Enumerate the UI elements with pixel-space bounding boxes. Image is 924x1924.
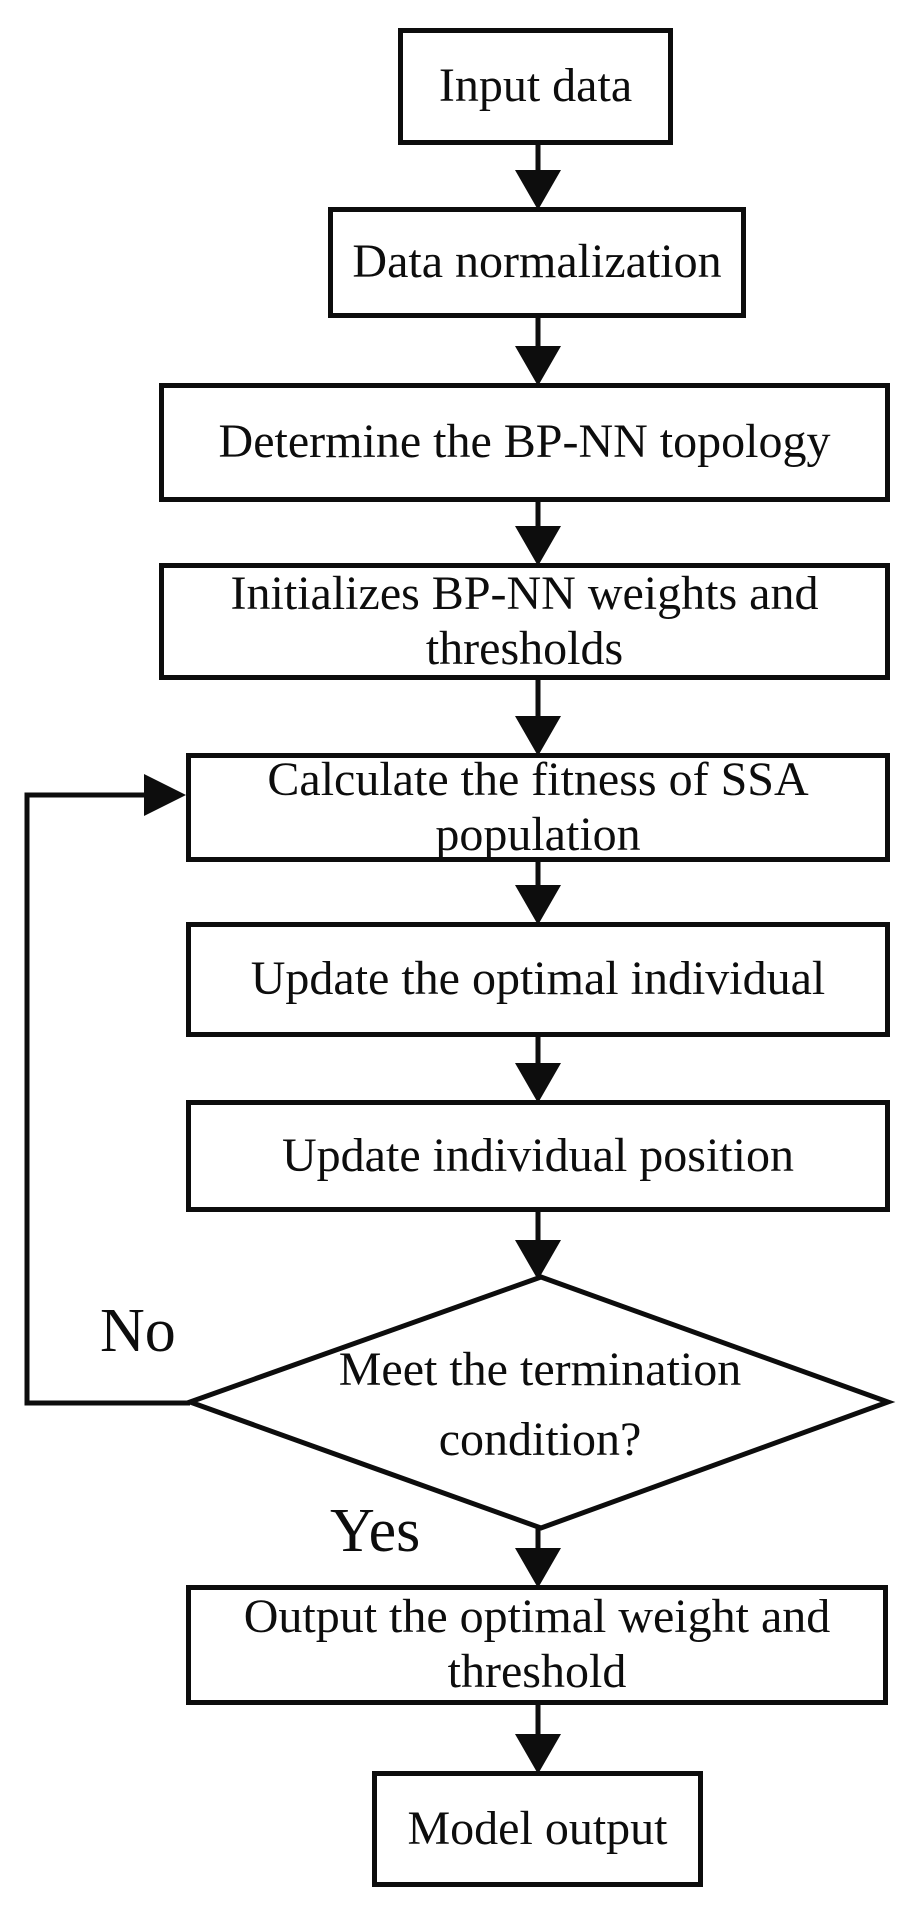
node-update-optimal: Update the optimal individual	[186, 922, 890, 1037]
decision-diamond-shape	[182, 1274, 896, 1531]
node-termination-decision: Meet the termination condition?	[338, 1342, 742, 1466]
node-input-data: Input data	[398, 28, 673, 145]
edge-label-yes: Yes	[330, 1497, 421, 1565]
edge-label-no: No	[100, 1297, 176, 1365]
node-update-position: Update individual position	[186, 1100, 890, 1212]
node-determine-topology: Determine the BP-NN topology	[159, 383, 890, 502]
node-output-weight: Output the optimal weight and threshold	[186, 1585, 888, 1705]
node-initialize-weights: Initializes BP-NN weights and thresholds	[159, 563, 890, 680]
node-calculate-fitness: Calculate the fitness of SSA population	[186, 753, 890, 862]
node-model-output: Model output	[372, 1771, 703, 1887]
arrow-down	[515, 143, 561, 1774]
node-data-normalization: Data normalization	[328, 207, 746, 318]
no-loop-connector	[24, 774, 190, 1406]
